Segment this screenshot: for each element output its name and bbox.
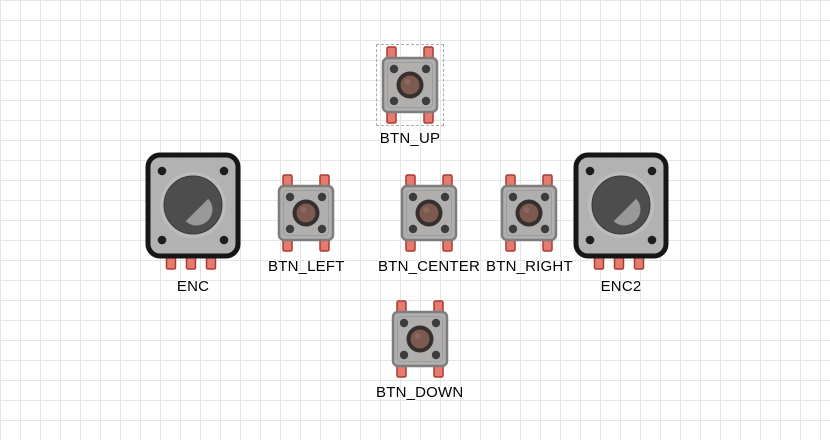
component-enc2[interactable]: ENC2 xyxy=(573,152,669,295)
label-enc: ENC xyxy=(176,278,210,295)
label-btn-center: BTN_CENTER xyxy=(378,258,481,275)
pushbutton-icon xyxy=(278,174,335,252)
pushbutton-icon xyxy=(400,174,458,252)
label-btn-left: BTN_LEFT xyxy=(268,258,345,275)
label-enc2: ENC2 xyxy=(600,278,642,295)
label-btn-right: BTN_RIGHT xyxy=(486,258,573,275)
pushbutton-icon xyxy=(376,44,444,126)
component-btn-down[interactable]: BTN_DOWN xyxy=(376,300,463,401)
component-btn-center[interactable]: BTN_CENTER xyxy=(378,174,480,275)
pushbutton-icon xyxy=(501,174,558,252)
pushbutton-icon xyxy=(391,300,448,378)
label-btn-down: BTN_DOWN xyxy=(376,384,464,401)
component-enc[interactable]: ENC xyxy=(145,152,241,295)
rotary-encoder-icon xyxy=(145,152,241,270)
component-btn-up[interactable]: BTN_UP xyxy=(376,44,444,147)
component-btn-left[interactable]: BTN_LEFT xyxy=(268,174,345,275)
rotary-encoder-icon xyxy=(573,152,669,270)
component-btn-right[interactable]: BTN_RIGHT xyxy=(486,174,573,275)
label-btn-up: BTN_UP xyxy=(379,130,441,147)
